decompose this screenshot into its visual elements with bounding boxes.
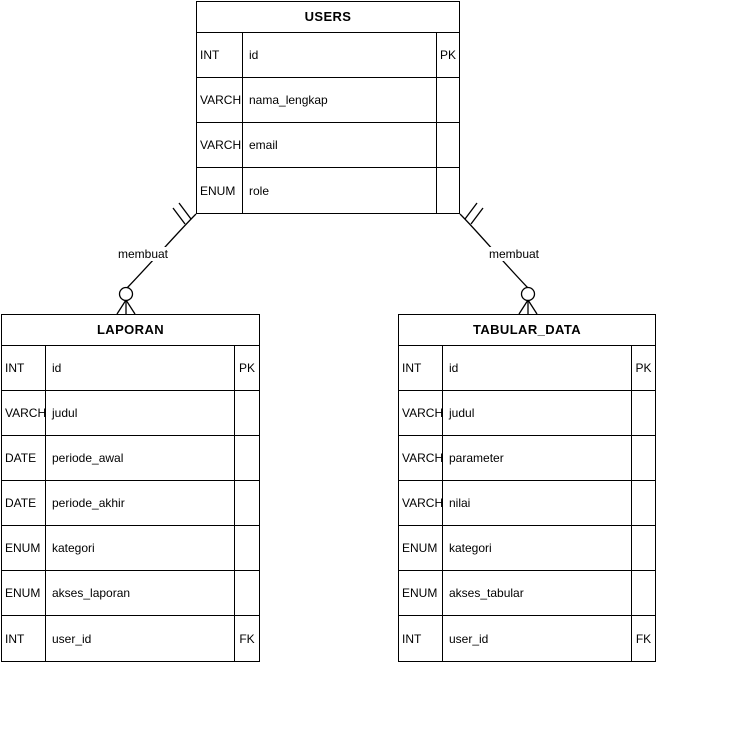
attribute-type: ENUM	[399, 571, 443, 615]
table-row[interactable]: INT id PK	[197, 33, 459, 78]
attribute-key: FK	[239, 631, 255, 646]
attribute-name: user_id	[46, 616, 235, 661]
table-row[interactable]: VARCH judul	[2, 391, 259, 436]
attribute-name: user_id	[443, 616, 632, 661]
attribute-key	[235, 481, 259, 525]
table-row[interactable]: ENUM akses_tabular	[399, 571, 655, 616]
table-row[interactable]: DATE periode_akhir	[2, 481, 259, 526]
cardinality-zero-or-many-tabular	[518, 286, 538, 315]
relationship-label-users-laporan: membuat	[115, 247, 171, 261]
attribute-name: akses_laporan	[46, 571, 235, 615]
attribute-type: INT	[399, 616, 443, 661]
attribute-type: DATE	[2, 436, 46, 480]
table-row[interactable]: VARCH nilai	[399, 481, 655, 526]
attribute-type: VARCH	[399, 436, 443, 480]
attribute-name: id	[243, 33, 437, 77]
attribute-type: INT	[399, 346, 443, 390]
table-row[interactable]: INT id PK	[399, 346, 655, 391]
attribute-key	[632, 391, 655, 435]
attribute-type: ENUM	[399, 526, 443, 570]
table-row[interactable]: ENUM kategori	[2, 526, 259, 571]
table-row[interactable]: DATE periode_awal	[2, 436, 259, 481]
relationship-users-tabular	[459, 202, 538, 315]
attribute-type: VARCH	[197, 78, 243, 122]
table-row[interactable]: ENUM kategori	[399, 526, 655, 571]
entity-laporan[interactable]: LAPORAN INT id PK VARCH judul DATE perio…	[1, 314, 260, 662]
attribute-name: parameter	[443, 436, 632, 480]
cardinality-one-users-tabular	[464, 202, 484, 225]
attribute-name: id	[443, 346, 632, 390]
attribute-type: VARCH	[2, 391, 46, 435]
attribute-key	[437, 168, 459, 213]
table-row[interactable]: INT user_id FK	[2, 616, 259, 661]
attribute-type: ENUM	[197, 168, 243, 213]
relationship-label-users-tabular: membuat	[486, 247, 542, 261]
cardinality-zero-or-many-laporan	[116, 286, 136, 315]
attribute-type: VARCH	[197, 123, 243, 167]
table-row[interactable]: VARCH nama_lengkap	[197, 78, 459, 123]
attribute-key	[235, 571, 259, 615]
attribute-key	[632, 436, 655, 480]
attribute-key	[632, 481, 655, 525]
attribute-name: id	[46, 346, 235, 390]
entity-laporan-title: LAPORAN	[2, 315, 259, 346]
attribute-key: PK	[635, 361, 652, 375]
cardinality-one-users-laporan	[172, 202, 192, 225]
attribute-name: kategori	[443, 526, 632, 570]
attribute-type: VARCH	[399, 481, 443, 525]
table-row[interactable]: VARCH parameter	[399, 436, 655, 481]
attribute-name: periode_akhir	[46, 481, 235, 525]
attribute-key: FK	[635, 631, 652, 646]
attribute-name: email	[243, 123, 437, 167]
attribute-type: INT	[2, 346, 46, 390]
attribute-name: akses_tabular	[443, 571, 632, 615]
attribute-name: judul	[46, 391, 235, 435]
attribute-name: nama_lengkap	[243, 78, 437, 122]
table-row[interactable]: INT user_id FK	[399, 616, 655, 661]
attribute-key	[437, 78, 459, 122]
attribute-key	[235, 391, 259, 435]
attribute-key	[235, 436, 259, 480]
entity-users[interactable]: USERS INT id PK VARCH nama_lengkap VARCH…	[196, 1, 460, 214]
attribute-type: ENUM	[2, 526, 46, 570]
attribute-name: nilai	[443, 481, 632, 525]
attribute-key	[235, 526, 259, 570]
table-row[interactable]: ENUM role	[197, 168, 459, 213]
attribute-key: PK	[439, 48, 456, 62]
attribute-type: VARCH	[399, 391, 443, 435]
entity-tabular-data[interactable]: TABULAR_DATA INT id PK VARCH judul VARCH…	[398, 314, 656, 662]
attribute-key	[632, 526, 655, 570]
attribute-key: PK	[238, 361, 255, 375]
attribute-name: kategori	[46, 526, 235, 570]
attribute-type: DATE	[2, 481, 46, 525]
attribute-type: INT	[2, 616, 46, 661]
attribute-key	[437, 123, 459, 167]
table-row[interactable]: ENUM akses_laporan	[2, 571, 259, 616]
table-row[interactable]: VARCH judul	[399, 391, 655, 436]
attribute-name: periode_awal	[46, 436, 235, 480]
table-row[interactable]: INT id PK	[2, 346, 259, 391]
entity-users-title: USERS	[197, 2, 459, 33]
attribute-name: role	[243, 168, 437, 213]
attribute-type: INT	[197, 33, 243, 77]
attribute-type: ENUM	[2, 571, 46, 615]
attribute-name: judul	[443, 391, 632, 435]
table-row[interactable]: VARCH email	[197, 123, 459, 168]
entity-tabular-data-title: TABULAR_DATA	[399, 315, 655, 346]
attribute-key	[632, 571, 655, 615]
